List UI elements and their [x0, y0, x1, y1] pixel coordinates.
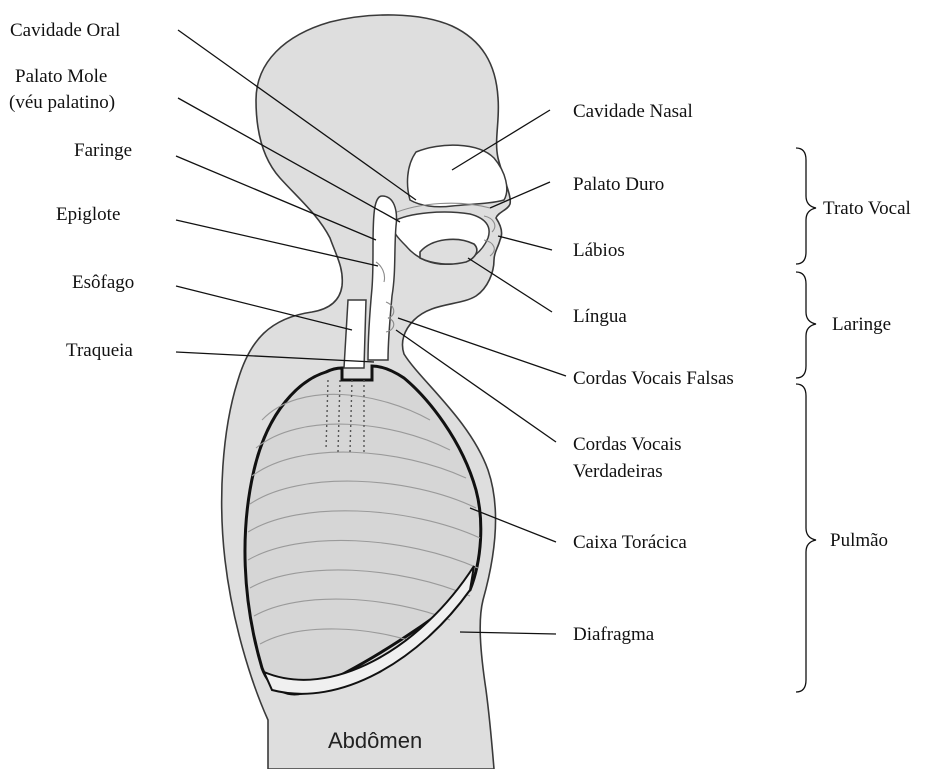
brace-laringe [796, 272, 816, 378]
label-abdomen: Abdômen [328, 728, 422, 753]
label-esofago: Esôfago [72, 272, 134, 293]
label-diafragma: Diafragma [573, 624, 655, 645]
label-palato-duro: Palato Duro [573, 174, 664, 195]
label-palato-mole: Palato Mole [15, 66, 107, 87]
brace-trato-vocal [796, 148, 816, 264]
label-palato-mole-sub: (véu palatino) [9, 92, 115, 113]
label-cordas-verdadeiras: Cordas Vocais [573, 434, 682, 455]
label-cordas-verdadeiras-sub: Verdadeiras [573, 461, 663, 482]
label-faringe: Faringe [74, 140, 132, 161]
brace-pulmao [796, 384, 816, 692]
group-laringe: Laringe [832, 314, 891, 335]
label-cavidade-nasal: Cavidade Nasal [573, 101, 693, 122]
label-cordas-falsas: Cordas Vocais Falsas [573, 368, 734, 389]
label-caixa-toracica: Caixa Torácica [573, 532, 687, 553]
group-pulmao: Pulmão [830, 530, 888, 551]
label-epiglote: Epiglote [56, 204, 120, 225]
esophagus-tube [344, 300, 366, 368]
label-traqueia: Traqueia [66, 340, 133, 361]
group-trato-vocal: Trato Vocal [823, 198, 911, 219]
label-labios: Lábios [573, 240, 625, 261]
label-lingua: Língua [573, 306, 627, 327]
label-cavidade-oral: Cavidade Oral [10, 20, 120, 41]
